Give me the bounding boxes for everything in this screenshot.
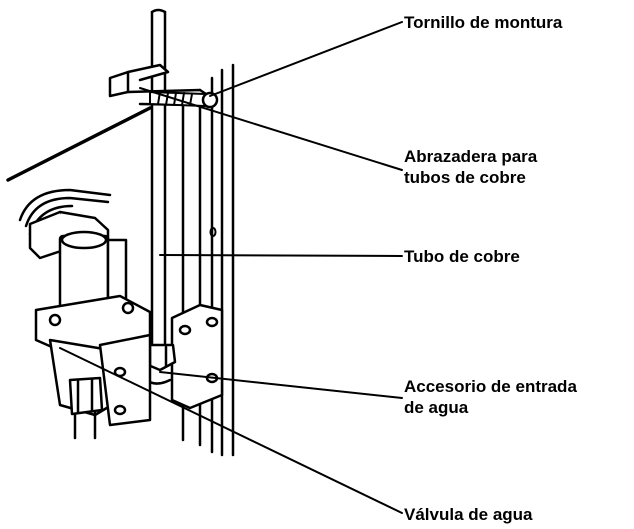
mounting-bracket bbox=[170, 303, 224, 410]
label-copper-tube: Tubo de cobre bbox=[404, 247, 520, 266]
leader-inlet-fitting bbox=[159, 371, 403, 399]
rail-hole bbox=[209, 227, 217, 237]
cabinet-edge bbox=[6, 106, 152, 182]
label-fitting-line2: de agua bbox=[404, 398, 469, 417]
label-mounting-screw: Tornillo de montura bbox=[404, 13, 563, 32]
label-copper-tube-clamp: Abrazadera para tubos de cobre bbox=[404, 146, 537, 188]
leader-mounting-screw bbox=[209, 21, 403, 97]
water-valve bbox=[18, 188, 152, 440]
leader-copper-tube bbox=[159, 254, 403, 257]
leader-water-valve bbox=[59, 347, 403, 514]
label-clamp-line1: Abrazadera para bbox=[404, 147, 538, 166]
label-fitting-line1: Accesorio de entrada bbox=[404, 377, 577, 396]
leader-clamp bbox=[139, 87, 403, 171]
label-clamp-line2: tubos de cobre bbox=[404, 168, 526, 187]
leader-lines bbox=[59, 21, 403, 514]
copper-tube bbox=[150, 8, 167, 347]
label-water-inlet-fitting: Accesorio de entrada de agua bbox=[404, 376, 577, 418]
label-water-valve: Válvula de agua bbox=[404, 505, 533, 524]
